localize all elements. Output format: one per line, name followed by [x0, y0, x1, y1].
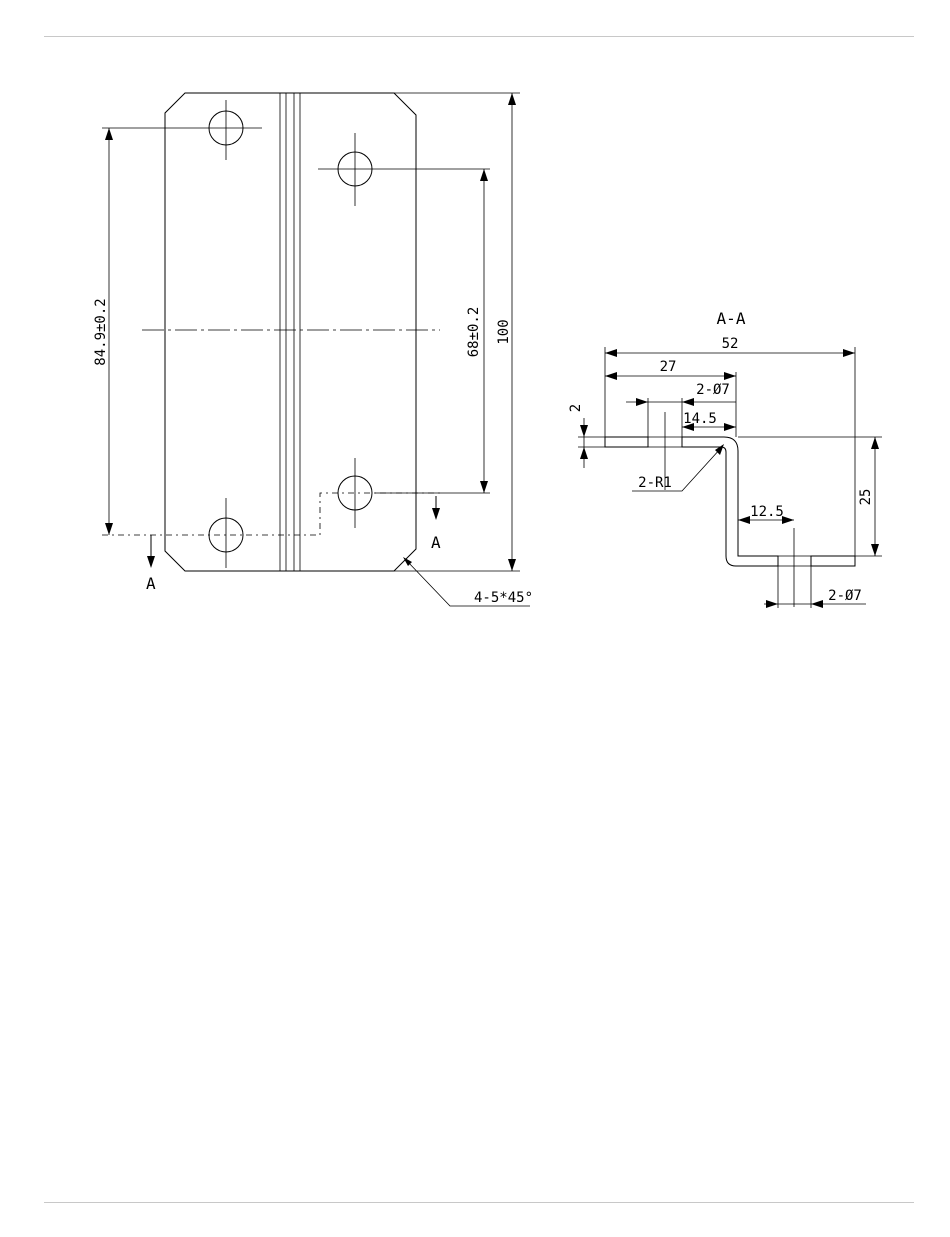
- section-profile: [605, 437, 648, 447]
- section-view: A-A 52 27 2-Ø7 14.5: [568, 309, 882, 608]
- dim-14-5: 14.5: [683, 411, 717, 427]
- hole-top-right: [318, 133, 490, 206]
- dim-thickness: 2: [568, 404, 584, 412]
- section-title: A-A: [717, 309, 746, 328]
- chamfer-note: 4-5*45°: [474, 590, 533, 606]
- dim-52: 52: [722, 336, 739, 352]
- dim-12-5: 12.5: [750, 504, 784, 520]
- plan-view: A A 84.9±0.2 68±0.2 100 4-5*45°: [93, 93, 533, 606]
- section-profile: [811, 556, 855, 566]
- dim-hole-bottom: 2-Ø7: [828, 588, 862, 604]
- dim-84-9: 84.9±0.2: [93, 298, 109, 365]
- hole-bottom-left: [209, 498, 243, 568]
- section-mark-left: A: [146, 574, 156, 593]
- dim-68: 68±0.2: [466, 307, 482, 358]
- part-outline: [165, 93, 416, 571]
- section-mark-right: A: [431, 533, 441, 552]
- dim-radius: 2-R1: [638, 475, 672, 491]
- dim-27: 27: [660, 359, 677, 375]
- dim-100: 100: [496, 319, 512, 344]
- section-profile: [682, 437, 778, 566]
- dim-hole-top: 2-Ø7: [696, 382, 730, 398]
- section-cut-line: [102, 493, 440, 535]
- dim-25: 25: [858, 489, 874, 506]
- hole-top-left: [102, 100, 262, 160]
